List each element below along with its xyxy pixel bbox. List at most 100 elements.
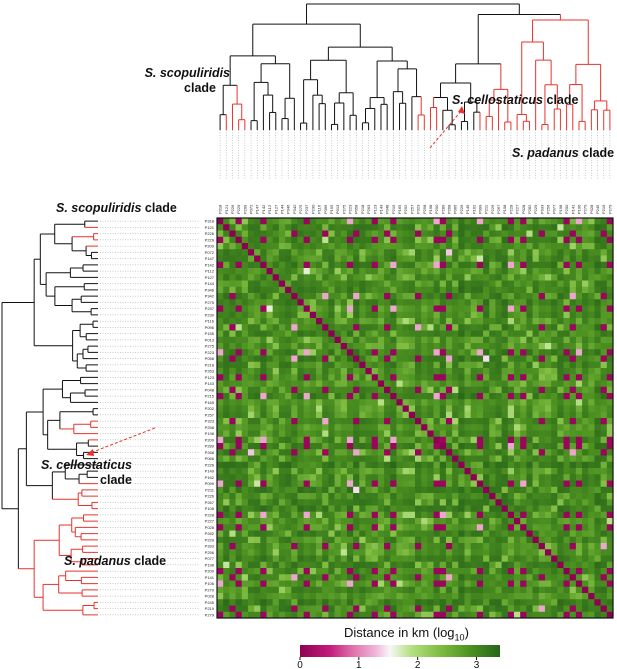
heatmap-cell [507, 555, 515, 563]
heatmap-cell [544, 386, 552, 394]
heatmap-cell [501, 243, 509, 250]
heatmap-cell [254, 611, 261, 619]
heatmap-cell [458, 549, 465, 556]
heatmap-cell [309, 305, 317, 313]
heatmap-cell [334, 493, 342, 500]
heatmap-cell [526, 336, 533, 344]
heatmap-cell [495, 299, 503, 306]
heatmap-cell [439, 224, 447, 231]
heatmap-cell [278, 386, 286, 394]
heatmap-cell [501, 261, 509, 269]
heatmap-cell [489, 568, 496, 575]
heatmap-cell [297, 311, 305, 319]
heatmap-cell [421, 405, 428, 413]
heatmap-cell [551, 549, 558, 556]
heatmap-cell [377, 499, 385, 506]
heatmap-cell [297, 280, 305, 288]
heatmap-cell [285, 286, 292, 294]
heatmap-cell [254, 293, 261, 300]
heatmap-cell [346, 561, 354, 569]
heatmap-cell [309, 586, 317, 594]
heatmap-cell [359, 286, 366, 294]
heatmap-cell [365, 518, 373, 525]
heatmap-cell [501, 255, 509, 263]
heatmap-cell [439, 399, 447, 406]
col-label: P245 [595, 204, 600, 214]
heatmap-cell [600, 493, 608, 500]
heatmap-cell [606, 443, 614, 450]
heatmap-cell [241, 574, 249, 581]
heatmap-cell [526, 474, 533, 481]
heatmap-cell [439, 499, 447, 506]
heatmap-cell [340, 443, 348, 450]
heatmap-cell [514, 593, 521, 600]
heatmap-cell [396, 318, 404, 325]
heatmap-cell [464, 368, 472, 375]
heatmap-cell [291, 224, 298, 231]
heatmap-cell [433, 230, 441, 238]
heatmap-cell [266, 230, 274, 238]
heatmap-cell [297, 599, 305, 606]
heatmap-cell [445, 343, 453, 350]
heatmap-cell [526, 586, 533, 594]
heatmap-cell [322, 455, 329, 463]
heatmap-cell [285, 411, 292, 419]
col-label: P279 [607, 204, 612, 214]
heatmap-cell [309, 393, 317, 400]
heatmap-cell [563, 336, 571, 344]
heatmap-cell [217, 474, 224, 481]
heatmap-cell [569, 530, 577, 538]
heatmap-cell [563, 480, 571, 488]
heatmap-cell [452, 568, 459, 575]
heatmap-cell [278, 230, 286, 238]
heatmap-cell [483, 280, 490, 288]
heatmap-cell [520, 480, 527, 488]
heatmap-cell [309, 593, 317, 600]
heatmap-cell [297, 543, 305, 550]
heatmap-cell [452, 536, 459, 544]
heatmap-cell [377, 430, 385, 438]
heatmap-cell [507, 405, 515, 413]
heatmap-cell [247, 293, 255, 300]
heatmap-cell [359, 430, 366, 438]
heatmap-cell [427, 224, 434, 231]
heatmap-cell [526, 424, 533, 431]
heatmap-cell [309, 280, 317, 288]
heatmap-cell [433, 299, 441, 306]
heatmap-cell [495, 243, 503, 250]
heatmap-cell [600, 349, 608, 356]
heatmap-cell [433, 549, 441, 556]
heatmap-cell [507, 455, 515, 463]
heatmap-cell [359, 461, 366, 469]
heatmap-cell [266, 574, 274, 581]
heatmap-cell [303, 555, 311, 563]
heatmap-cell [520, 436, 527, 444]
heatmap-cell [439, 355, 447, 363]
heatmap-cell [476, 361, 484, 369]
heatmap-cell [514, 430, 521, 438]
heatmap-cell [476, 311, 484, 319]
heatmap-cell [606, 436, 614, 444]
heatmap-cell [396, 499, 404, 506]
heatmap-cell [247, 549, 255, 556]
heatmap-cell [557, 393, 564, 400]
heatmap-cell [483, 493, 490, 500]
heatmap-cell [241, 349, 249, 356]
heatmap-cell [217, 574, 224, 581]
heatmap-cell [247, 486, 255, 494]
heatmap-cell [322, 286, 329, 294]
heatmap-cell [569, 280, 577, 288]
heatmap-cell [569, 549, 577, 556]
heatmap-cell [235, 411, 243, 419]
heatmap-cell [538, 343, 546, 350]
heatmap-cell [594, 361, 602, 369]
heatmap-cell [272, 430, 280, 438]
heatmap-cell [235, 555, 243, 563]
heatmap-cell [538, 299, 546, 306]
heatmap-cell [272, 261, 280, 269]
heatmap-cell [464, 293, 472, 300]
heatmap-cell [544, 536, 552, 544]
heatmap-cell [254, 568, 261, 575]
heatmap-cell [291, 611, 298, 619]
heatmap-cell [272, 486, 280, 494]
